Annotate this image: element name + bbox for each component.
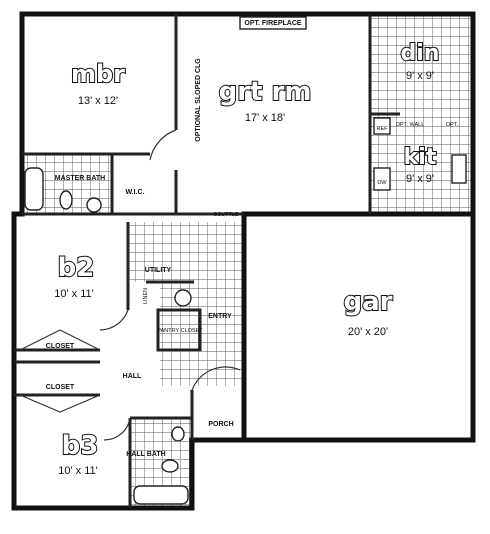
room-dims-bedroom2: 10' x 11' bbox=[54, 288, 93, 300]
fixtures bbox=[24, 16, 467, 505]
master-toilet bbox=[59, 190, 73, 210]
label-utility: UTILITY bbox=[145, 267, 172, 274]
label-hall: HALL bbox=[123, 373, 142, 380]
hall-sink bbox=[171, 426, 185, 442]
doors bbox=[19, 129, 241, 441]
room-name-great-room: grt rm bbox=[219, 77, 312, 107]
room-name-bedroom2: b2 bbox=[58, 253, 95, 283]
label-ref: REF bbox=[377, 126, 389, 132]
room-dims-garage: 20' x 20' bbox=[348, 326, 388, 338]
range bbox=[373, 167, 391, 191]
room-name-bedroom3: b3 bbox=[62, 431, 99, 461]
label-linen: LINEN bbox=[143, 288, 149, 304]
room-dims-bedroom3: 10' x 11' bbox=[58, 465, 97, 477]
label-opt-wall: OPT. WALL bbox=[396, 122, 425, 128]
label-hall-bath: HALL BATH bbox=[126, 451, 165, 458]
interior-walls bbox=[14, 14, 400, 508]
room-name-kitchen: kit bbox=[404, 145, 437, 170]
label-master-bath: MASTER BATH bbox=[55, 175, 105, 182]
label-closet-1: CLOSET bbox=[46, 343, 75, 350]
label-entry: ENTRY bbox=[208, 313, 232, 320]
room-name-dining: din bbox=[401, 41, 440, 66]
room-dims-kitchen: 9' x 9' bbox=[406, 173, 434, 185]
entry-tile bbox=[160, 222, 244, 386]
refrigerator bbox=[373, 117, 391, 135]
label-fireplace: OPT. FIREPLACE bbox=[244, 20, 302, 27]
label-scuttle: SCUTTLE bbox=[213, 212, 238, 218]
room-name-mbr: mbr bbox=[71, 60, 125, 88]
label-wic: W.I.C. bbox=[125, 189, 144, 196]
label-sloped-ceiling: OPTIONAL SLOPED CLG bbox=[195, 58, 202, 142]
master-tub bbox=[24, 167, 44, 211]
label-opt-bar: OPT. bbox=[446, 122, 459, 128]
label-pantry-closet: PANTRY CLOSET bbox=[157, 328, 203, 334]
kitchen-sink bbox=[451, 154, 467, 184]
fireplace-symbol bbox=[239, 16, 307, 30]
room-name-garage: gar bbox=[344, 287, 393, 317]
water-heater bbox=[174, 289, 192, 307]
master-sink bbox=[86, 197, 102, 213]
hall-tub bbox=[133, 485, 189, 505]
room-dims-great-room: 17' x 18' bbox=[245, 112, 285, 124]
label-porch: PORCH bbox=[208, 421, 233, 428]
dining-tile bbox=[370, 14, 473, 114]
label-closet-2: CLOSET bbox=[46, 384, 75, 391]
room-dims-dining: 9' x 9' bbox=[406, 70, 434, 82]
label-dw: DW bbox=[377, 180, 387, 186]
hall-toilet bbox=[161, 459, 179, 473]
room-dims-mbr: 13' x 12' bbox=[78, 95, 118, 107]
